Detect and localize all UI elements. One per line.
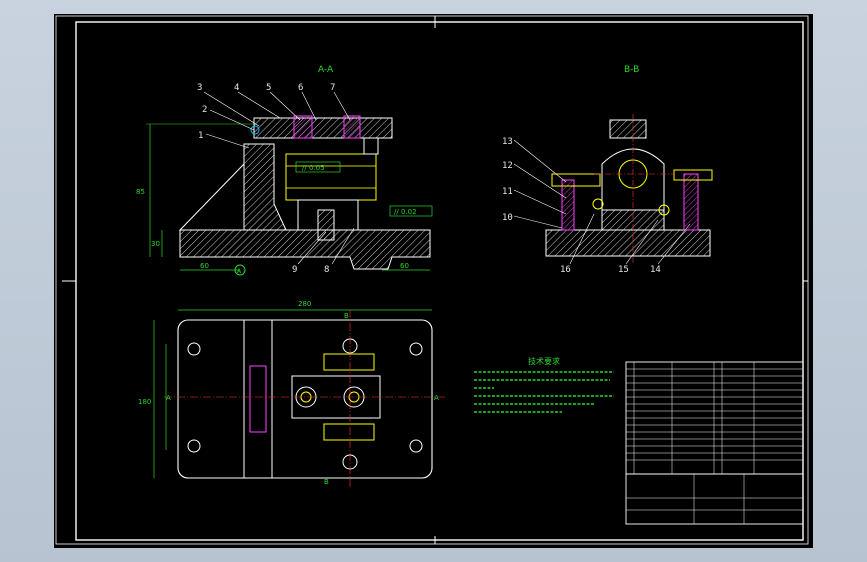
dim-right: 60 [400, 262, 409, 270]
section-bb-view: B-B 13 12 11 10 16 15 14 [502, 65, 713, 275]
plan-mark-left: A [166, 394, 171, 402]
tolerance-1: // 0.05 [302, 164, 325, 172]
plan-view: 280 180 A A B B [138, 300, 446, 488]
datum-a: A [237, 268, 242, 275]
part-label-6: 6 [298, 83, 303, 93]
cad-viewport[interactable]: A-A 85 30 60 60 // 0.05 // 0.02 A [54, 14, 813, 548]
plan-mark-bottom: B [324, 478, 329, 486]
part-label-4: 4 [234, 83, 239, 93]
dim-base: 30 [151, 240, 160, 248]
dim-plan-side: 180 [138, 398, 151, 406]
part-label-14: 14 [650, 265, 661, 275]
part-label-15: 15 [618, 265, 629, 275]
tolerance-2: // 0.02 [394, 208, 417, 216]
plan-mark-top: B [344, 312, 349, 320]
part-label-2: 2 [202, 105, 207, 115]
outer-frame [55, 15, 809, 545]
part-label-3: 3 [197, 83, 202, 93]
technical-requirements: 技术要求 [474, 356, 614, 413]
part-label-8: 8 [324, 265, 329, 275]
notes-title: 技术要求 [528, 356, 560, 366]
part-label-1: 1 [198, 131, 203, 141]
plan-mark-right: A [434, 394, 439, 402]
title-block [625, 361, 804, 525]
cad-drawing: A-A 85 30 60 60 // 0.05 // 0.02 A [55, 15, 809, 545]
part-label-10: 10 [502, 213, 513, 223]
dim-left: 60 [200, 262, 209, 270]
part-label-7: 7 [330, 83, 335, 93]
part-label-9: 9 [292, 265, 297, 275]
section-bb-title: B-B [624, 65, 639, 75]
part-label-16: 16 [560, 265, 571, 275]
part-label-5: 5 [266, 83, 271, 93]
dim-height: 85 [136, 188, 145, 196]
dim-plan-width: 280 [298, 300, 311, 308]
section-aa-title: A-A [318, 65, 334, 75]
inner-frame [75, 21, 804, 541]
part-label-12: 12 [502, 161, 513, 171]
section-aa-view: A-A 85 30 60 60 // 0.05 // 0.02 A [136, 65, 433, 276]
part-label-13: 13 [502, 137, 513, 147]
part-label-11: 11 [502, 187, 513, 197]
